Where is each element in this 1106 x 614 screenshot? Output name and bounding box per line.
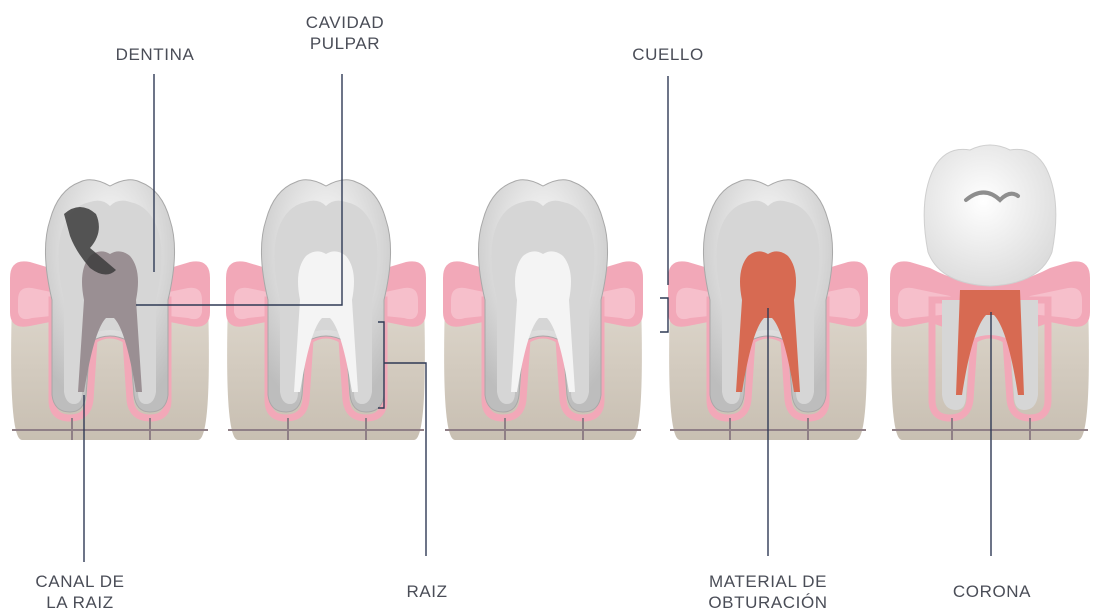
bracket-cuello bbox=[660, 298, 668, 332]
label-material-line1: MATERIAL DE bbox=[693, 571, 843, 592]
label-corona-text: CORONA bbox=[927, 581, 1057, 602]
tooth-stage-crowned bbox=[890, 145, 1090, 440]
label-cavidad-line1: CAVIDAD bbox=[280, 12, 410, 33]
label-canal-de-la-raiz: CANAL DE LA RAIZ bbox=[15, 571, 145, 613]
tooth-stage-shaped bbox=[443, 180, 643, 440]
crown bbox=[924, 145, 1056, 286]
label-cuello-text: CUELLO bbox=[603, 44, 733, 65]
label-raiz-text: RAIZ bbox=[362, 581, 492, 602]
label-material-de-obturacion: MATERIAL DE OBTURACIÓN bbox=[693, 571, 843, 613]
label-canal-line2: LA RAIZ bbox=[15, 592, 145, 613]
tooth-stage-cleaned bbox=[226, 180, 426, 440]
label-raiz: RAIZ bbox=[362, 581, 492, 602]
label-material-line2: OBTURACIÓN bbox=[693, 592, 843, 613]
label-cuello: CUELLO bbox=[603, 44, 733, 65]
label-dentina-text: DENTINA bbox=[90, 44, 220, 65]
label-canal-line1: CANAL DE bbox=[15, 571, 145, 592]
label-dentina: DENTINA bbox=[90, 44, 220, 65]
tooth-stage-decayed bbox=[10, 180, 210, 440]
label-cavidad-pulpar: CAVIDAD PULPAR bbox=[280, 12, 410, 54]
label-cavidad-line2: PULPAR bbox=[280, 33, 410, 54]
label-corona: CORONA bbox=[927, 581, 1057, 602]
